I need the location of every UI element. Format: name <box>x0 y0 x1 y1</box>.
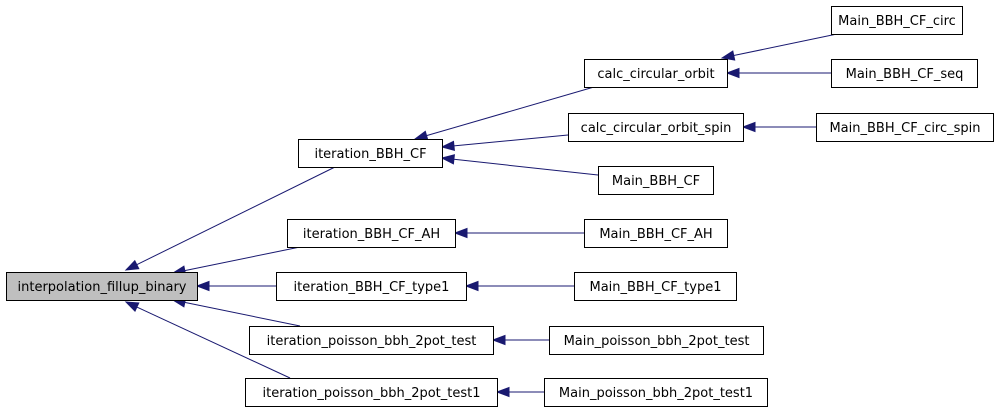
node-main-bbh-cf-circ[interactable]: Main_BBH_CF_circ <box>831 6 963 35</box>
arrowhead-icon <box>464 280 479 292</box>
node-box[interactable] <box>584 219 728 248</box>
node-box[interactable] <box>245 378 498 407</box>
node-main-bbh-cf[interactable]: Main_BBH_CF <box>598 166 714 195</box>
node-box[interactable] <box>287 219 456 248</box>
node-box[interactable] <box>574 272 737 301</box>
node-label: Main_poisson_bbh_2pot_test <box>564 334 750 349</box>
edge-it_ah-to-root <box>171 246 301 276</box>
node-label: Main_poisson_bbh_2pot_test1 <box>559 386 753 401</box>
edge-line <box>733 33 838 57</box>
node-label: Main_BBH_CF_AH <box>599 227 712 242</box>
edge-m_p2-to-it_p2 <box>491 334 549 346</box>
node-label: iteration_poisson_bbh_2pot_test1 <box>262 386 480 401</box>
node-label: Main_BBH_CF_seq <box>846 67 964 82</box>
edge-line <box>136 306 291 379</box>
edge-line <box>453 134 569 147</box>
edge-m_circ-to-cco <box>720 33 838 61</box>
arrowhead-icon <box>720 50 736 61</box>
node-box[interactable] <box>831 59 978 88</box>
node-box[interactable] <box>276 272 467 301</box>
node-iteration-bbh-cf-type1[interactable]: iteration_BBH_CF_type1 <box>276 272 467 301</box>
node-label: iteration_BBH_CF_AH <box>303 227 440 242</box>
arrowhead-icon <box>440 140 455 151</box>
node-box[interactable] <box>568 113 744 142</box>
edge-line <box>136 166 336 266</box>
arrowhead-icon <box>491 334 506 346</box>
arrowhead-icon <box>195 280 210 292</box>
arrowhead-icon <box>440 154 455 165</box>
edge-m_cf-to-it_cf <box>440 154 599 176</box>
edge-m_seq-to-cco <box>725 67 831 79</box>
node-box[interactable] <box>598 166 714 195</box>
node-box[interactable] <box>816 113 994 142</box>
node-label: calc_circular_orbit <box>597 67 714 82</box>
node-main-bbh-cf-type1[interactable]: Main_BBH_CF_type1 <box>574 272 737 301</box>
node-iteration-poisson-bbh-2pot-test[interactable]: iteration_poisson_bbh_2pot_test <box>249 326 494 355</box>
edge-m_p21-to-it_p21 <box>495 386 544 398</box>
node-box[interactable] <box>298 139 443 168</box>
arrowhead-icon <box>741 121 756 133</box>
node-box[interactable] <box>549 326 764 355</box>
node-iteration-bbh-cf[interactable]: iteration_BBH_CF <box>298 139 443 168</box>
node-label: Main_BBH_CF_circ <box>838 14 956 29</box>
edge-it_cf-to-root <box>124 166 336 271</box>
node-label: iteration_BBH_CF <box>314 147 426 162</box>
edge-it_p2-to-root <box>171 297 301 327</box>
node-main-poisson-bbh-2pot-test1[interactable]: Main_poisson_bbh_2pot_test1 <box>544 378 768 407</box>
arrowhead-icon <box>725 67 740 79</box>
edge-cco-to-it_cf <box>413 86 595 141</box>
node-box[interactable] <box>249 326 494 355</box>
arrowhead-icon <box>124 301 140 312</box>
node-main-bbh-cf-circ-spin[interactable]: Main_BBH_CF_circ_spin <box>816 113 994 142</box>
node-main-bbh-cf-ah[interactable]: Main_BBH_CF_AH <box>584 219 728 248</box>
node-main-bbh-cf-seq[interactable]: Main_BBH_CF_seq <box>831 59 978 88</box>
edge-m_ah-to-it_ah <box>453 227 584 239</box>
node-main-poisson-bbh-2pot-test[interactable]: Main_poisson_bbh_2pot_test <box>549 326 764 355</box>
node-iteration-poisson-bbh-2pot-test1[interactable]: iteration_poisson_bbh_2pot_test1 <box>245 378 498 407</box>
node-box[interactable] <box>831 6 963 35</box>
node-box[interactable] <box>544 378 768 407</box>
edge-it_t1-to-root <box>195 280 276 292</box>
arrowhead-icon <box>413 130 429 141</box>
node-label: interpolation_fillup_binary <box>18 280 187 295</box>
edge-line <box>184 301 301 327</box>
node-label: Main_BBH_CF_type1 <box>589 280 721 295</box>
edge-m_t1-to-it_t1 <box>464 280 574 292</box>
node-calc-circular-orbit[interactable]: calc_circular_orbit <box>584 59 728 88</box>
edge-it_p21-to-root <box>124 301 291 379</box>
edge-m_cspin-to-ccos <box>741 121 816 133</box>
node-label: Main_BBH_CF <box>612 174 700 189</box>
node-layer: interpolation_fillup_binary iteration_BBH… <box>6 6 994 407</box>
node-label: calc_circular_orbit_spin <box>581 121 732 136</box>
node-box[interactable] <box>6 272 198 301</box>
arrowhead-icon <box>124 259 140 271</box>
node-calc-circular-orbit-spin[interactable]: calc_circular_orbit_spin <box>568 113 744 142</box>
node-box[interactable] <box>584 59 728 88</box>
node-label: iteration_poisson_bbh_2pot_test <box>267 334 477 349</box>
edge-line <box>426 86 595 137</box>
arrowhead-icon <box>495 386 510 398</box>
node-label: iteration_BBH_CF_type1 <box>294 280 450 295</box>
arrowhead-icon <box>453 227 468 239</box>
node-interpolation-fillup-binary[interactable]: interpolation_fillup_binary <box>6 272 198 301</box>
node-label: Main_BBH_CF_circ_spin <box>829 121 980 136</box>
edge-line <box>184 246 301 272</box>
edge-line <box>453 158 599 176</box>
node-iteration-bbh-cf-ah[interactable]: iteration_BBH_CF_AH <box>287 219 456 248</box>
edge-ccos-to-it_cf <box>440 134 569 151</box>
